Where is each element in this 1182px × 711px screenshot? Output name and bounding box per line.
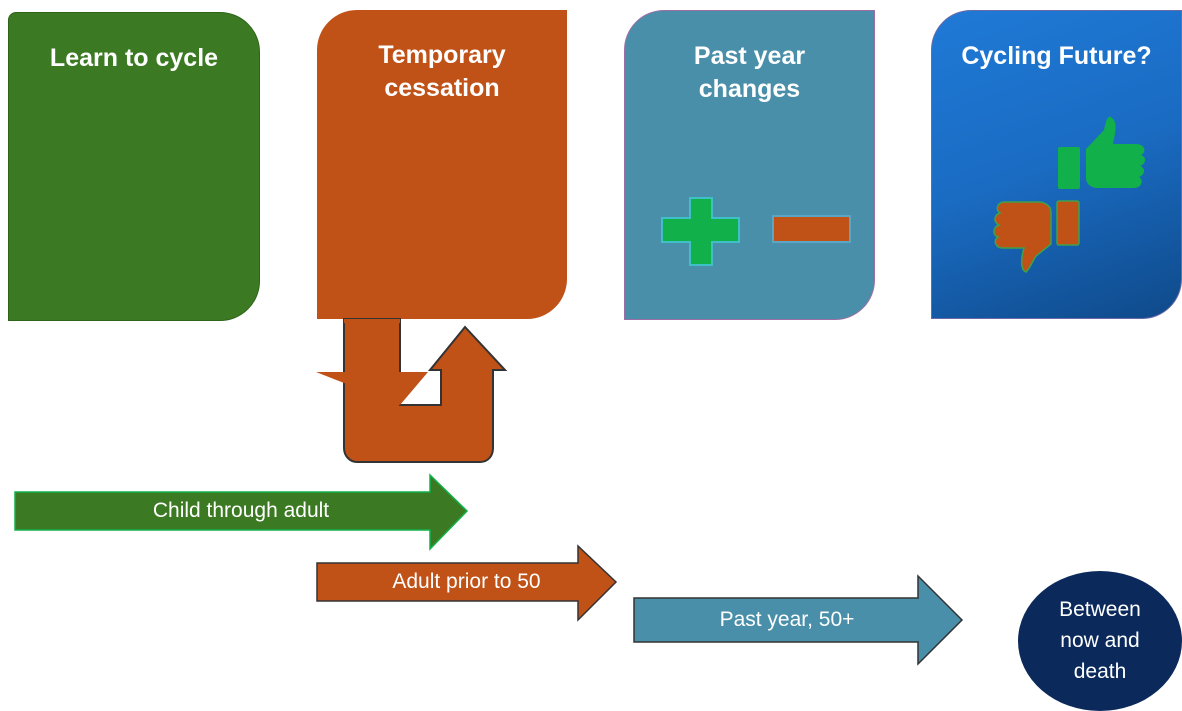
panel-title-line1: Past year bbox=[693, 42, 806, 70]
panel-title-line2: changes bbox=[698, 75, 801, 103]
circle-label: Between now and death bbox=[1018, 594, 1182, 687]
circle-between-now-and-death bbox=[1018, 571, 1182, 711]
arrow-label-past-year: Past year, 50+ bbox=[719, 608, 855, 631]
circle-label-line2: now and bbox=[1060, 629, 1140, 652]
arrow-past-year-50-plus bbox=[633, 574, 964, 666]
circle-label-line1: Between bbox=[1059, 598, 1141, 621]
thumbs-down-icon bbox=[993, 200, 1080, 273]
panel-title: Learn to cycle bbox=[49, 44, 219, 72]
arrow-label-child: Child through adult bbox=[152, 499, 330, 522]
panel-learn-to-cycle: Learn to cycle bbox=[8, 12, 260, 321]
circle-label-line3: death bbox=[1073, 660, 1127, 683]
arrow-label-adult: Adult prior to 50 bbox=[392, 570, 541, 593]
panel-temporary-cessation: Temporary cessation bbox=[317, 10, 567, 319]
minus-icon bbox=[772, 215, 851, 243]
plus-icon bbox=[661, 197, 740, 266]
panel-title-line2: cessation bbox=[384, 74, 500, 102]
panel-past-year-changes: Past year changes bbox=[624, 10, 875, 320]
arrow-adult-prior-to-50 bbox=[316, 544, 618, 622]
u-turn-arrow bbox=[316, 318, 508, 463]
panel-title: Cycling Future? bbox=[961, 42, 1152, 70]
arrow-child-through-adult bbox=[14, 473, 469, 551]
panel-title-line1: Temporary bbox=[378, 41, 506, 69]
thumbs-up-icon bbox=[1058, 116, 1146, 189]
